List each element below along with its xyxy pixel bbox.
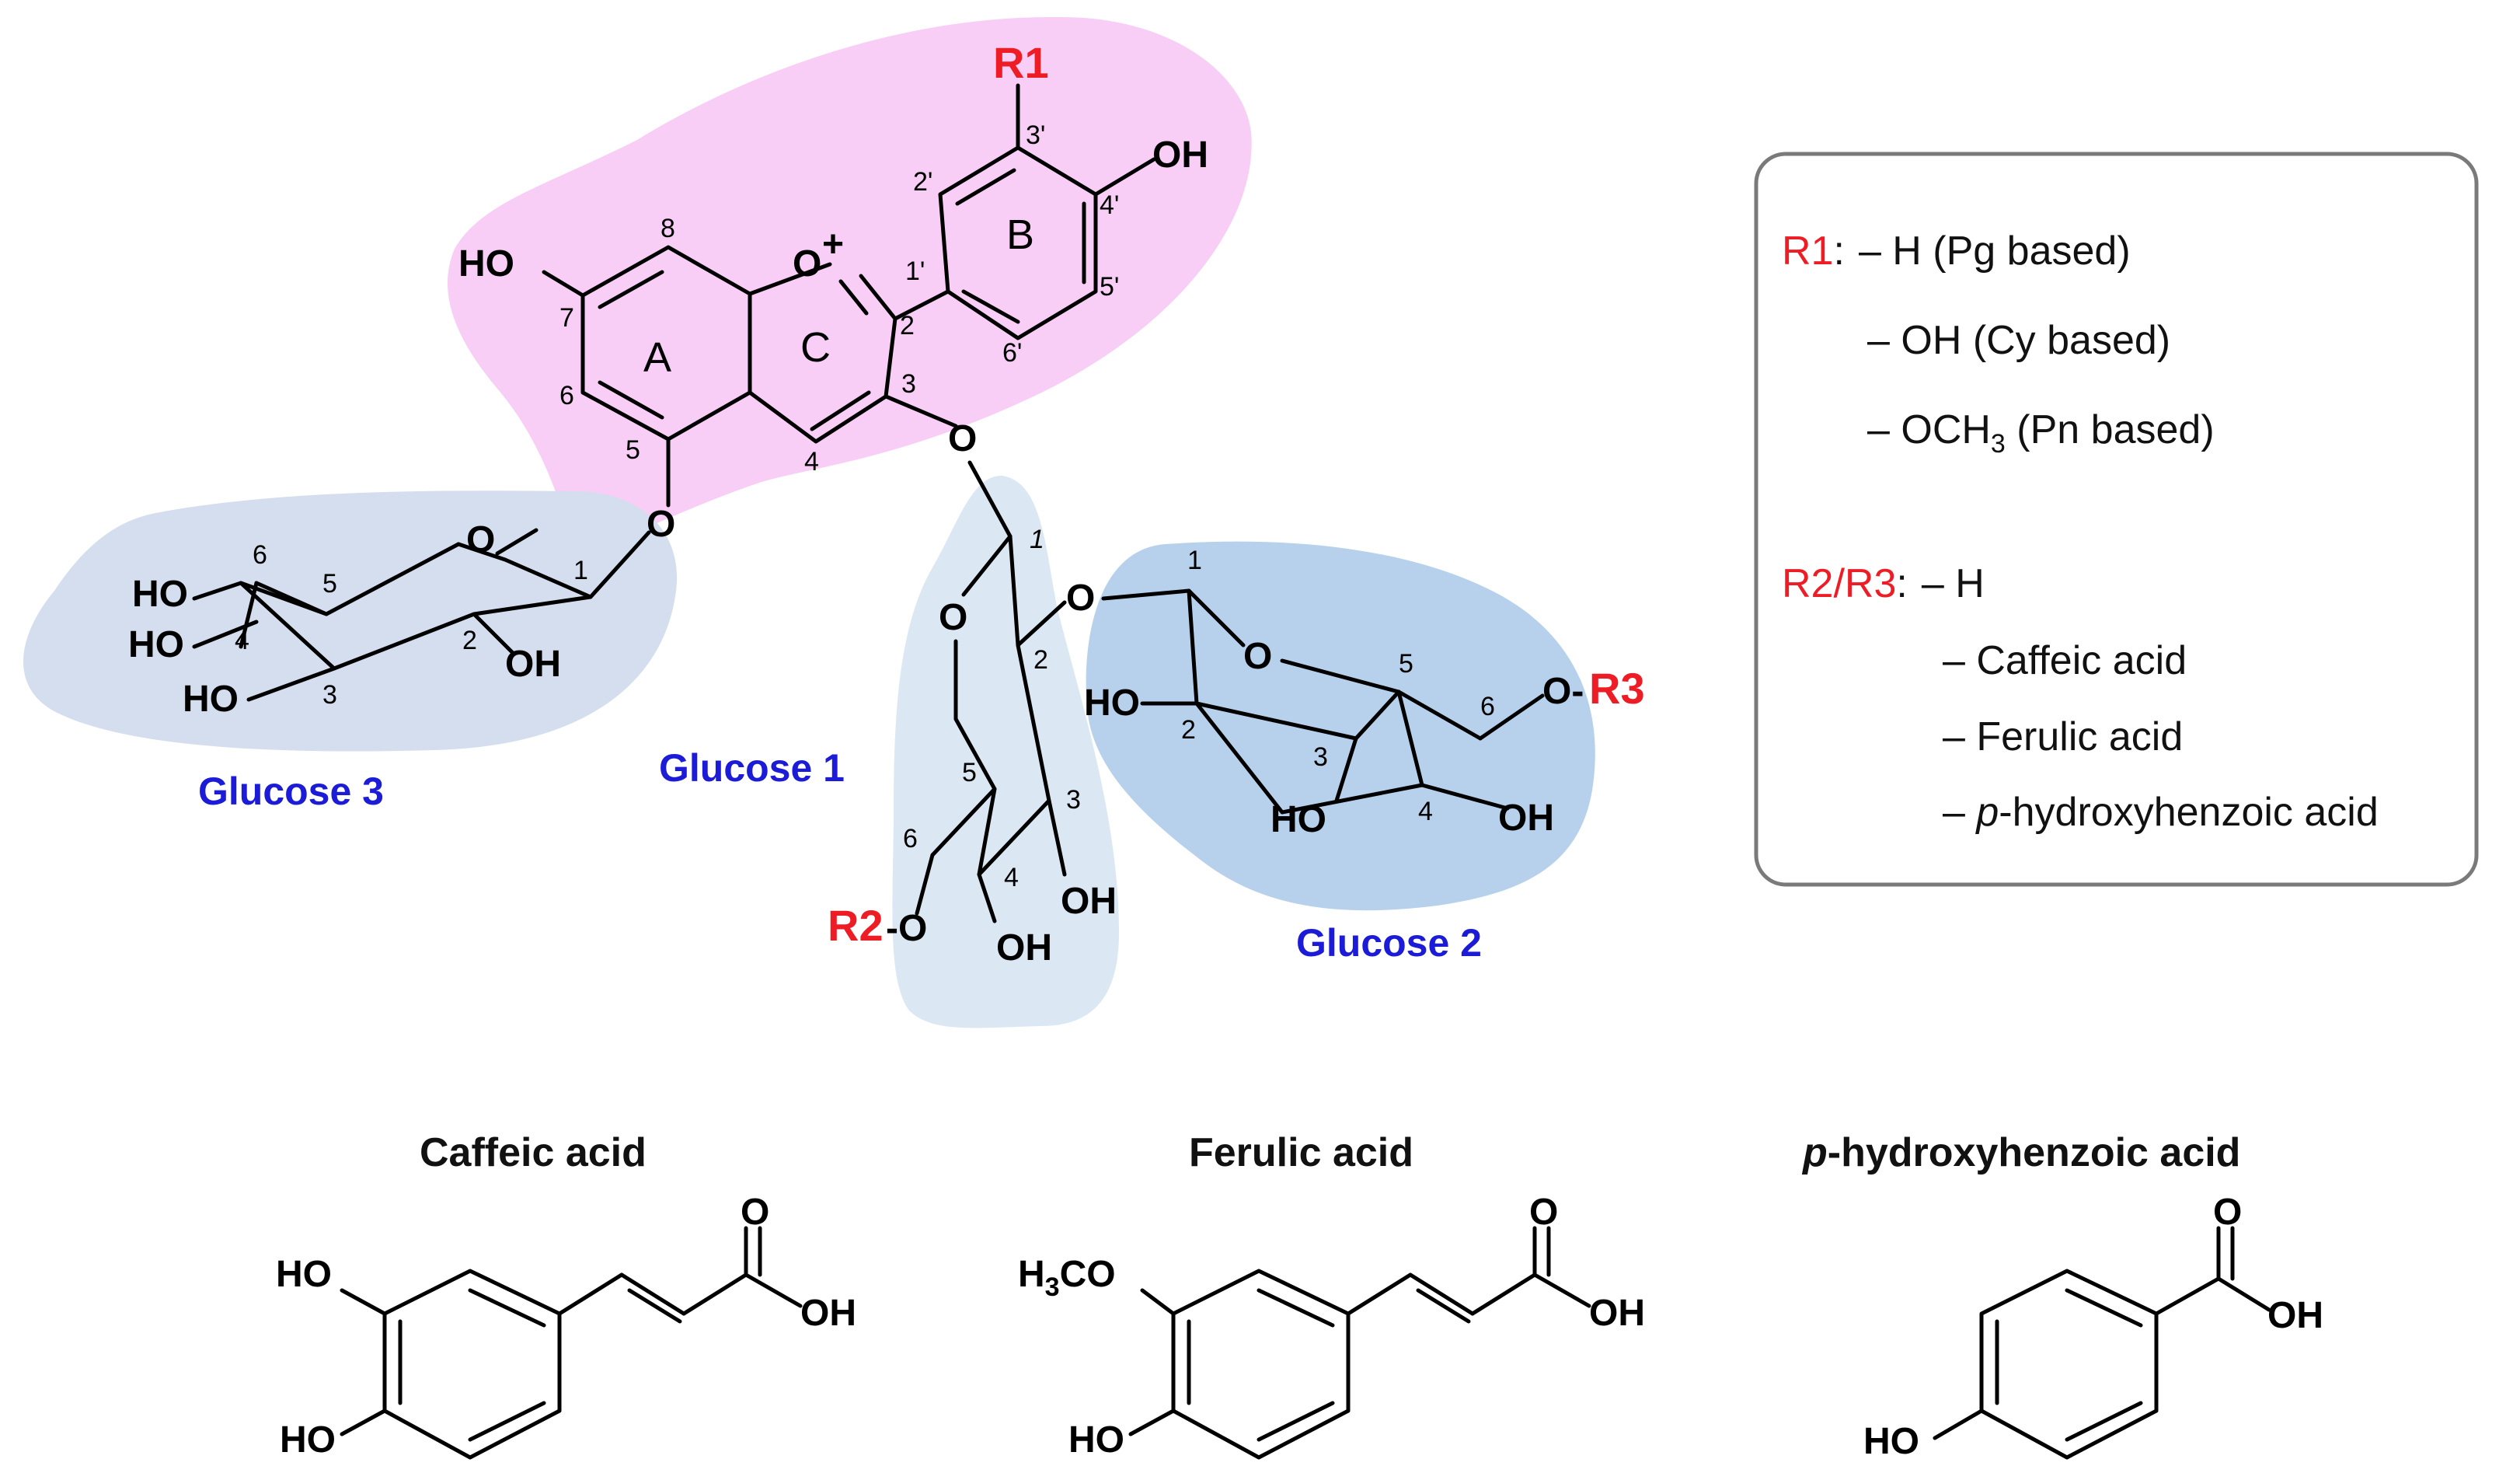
glucose2-ho-2: HO	[1084, 682, 1140, 724]
glucose2-link-o: O	[1066, 578, 1095, 619]
legend-r23-option-ferulic: – Ferulic acid	[1943, 714, 2183, 759]
glucose3-n4: 4	[235, 626, 249, 655]
glucose3-n5: 5	[322, 569, 337, 599]
glucose1-n2: 2	[1033, 645, 1048, 675]
anthocyanidin-bonds	[542, 83, 1156, 508]
caffeic-acid-bonds	[340, 1226, 803, 1460]
glucose3-oh-2: OH	[505, 644, 561, 685]
glucose1-oh-4: OH	[996, 927, 1052, 969]
glucose3-ho-4: HO	[128, 624, 184, 665]
phba-bonds	[1933, 1226, 2271, 1460]
glucose2-label: Glucose 2	[1296, 921, 1482, 965]
o-5-label: O	[647, 504, 675, 545]
glucose1-label: Glucose 1	[659, 746, 845, 790]
ferulic-oh: OH	[1589, 1293, 1645, 1334]
legend-r1-option-oh: – OH (Cy based)	[1867, 318, 2170, 363]
legend-r23-key: R2/R3	[1782, 561, 1896, 606]
legend-r1-line: R1:– H (Pg based)	[1782, 229, 2131, 274]
pos-7: 7	[559, 303, 574, 333]
ferulic-acid-bonds	[1128, 1226, 1591, 1460]
ring-b-label: B	[1006, 211, 1034, 258]
glucose1-n1: 1	[1030, 525, 1044, 554]
pos-6: 6	[559, 381, 574, 410]
ring-a-label: A	[643, 334, 671, 381]
glucose2-n2: 2	[1181, 715, 1196, 745]
o-3-label: O	[948, 418, 977, 459]
glucose1-ring-o: O	[939, 597, 967, 638]
substituent-legend-box	[1754, 152, 2479, 887]
glucose1-n4: 4	[1004, 863, 1019, 892]
glucose3-n6: 6	[253, 540, 267, 570]
pos-6prime: 6'	[1002, 338, 1022, 368]
glucose3-n1: 1	[573, 556, 588, 585]
glucose2-ho-3: HO	[1270, 799, 1326, 840]
glucose3-bonds	[192, 528, 651, 702]
glucose1-n3: 3	[1066, 785, 1081, 815]
phba-ho: HO	[1863, 1421, 1919, 1462]
glucose1-n6: 6	[903, 824, 918, 853]
phba-oh: OH	[2267, 1295, 2323, 1336]
ferulic-carbonyl-o: O	[1529, 1192, 1558, 1233]
phba-title: p-hydroxyhenzoic acid	[1801, 1130, 2240, 1175]
glucose1-oh-3: OH	[1061, 881, 1117, 922]
r3-label: R3	[1589, 664, 1645, 713]
glucose2-n3: 3	[1313, 742, 1328, 772]
glucose3-label: Glucose 3	[198, 770, 384, 813]
legend-r1-key: R1	[1782, 229, 1833, 274]
pos-2: 2	[900, 311, 915, 340]
glucose2-n4: 4	[1418, 797, 1433, 826]
glucose3-n2: 2	[462, 626, 477, 655]
glucose1-n5: 5	[962, 758, 977, 787]
caffeic-carbonyl-o: O	[741, 1192, 769, 1233]
anthocyanidin-region	[448, 16, 1252, 547]
legend-r23-option-caffeic: – Caffeic acid	[1943, 638, 2187, 683]
caffeic-acid-title: Caffeic acid	[420, 1130, 647, 1175]
caffeic-ho-top: HO	[276, 1254, 332, 1295]
legend-r23-line: R2/R3:– H	[1782, 561, 1985, 606]
caffeic-ho-bottom: HO	[280, 1419, 336, 1461]
glucose2-bonds	[1101, 588, 1545, 815]
ferulic-acid-title: Ferulic acid	[1189, 1130, 1413, 1175]
pos-2prime: 2'	[913, 167, 932, 197]
pos-3prime: 3'	[1026, 120, 1045, 150]
pos-5: 5	[626, 435, 640, 465]
r1-label: R1	[993, 38, 1049, 87]
glucose3-n3: 3	[322, 680, 337, 710]
glucose3-region	[23, 490, 678, 752]
glucose1-r2-o: -O	[886, 908, 927, 949]
glucose1-region	[892, 475, 1119, 1028]
glucose1-bonds	[915, 460, 1067, 923]
pos-1prime: 1'	[905, 257, 925, 286]
glucose2-n6: 6	[1480, 692, 1495, 721]
glucose2-region	[1086, 541, 1595, 911]
pos-5prime: 5'	[1100, 272, 1119, 302]
caffeic-oh: OH	[800, 1293, 856, 1334]
ferulic-ho-bottom: HO	[1068, 1419, 1124, 1461]
glucose2-n5: 5	[1399, 649, 1413, 679]
glucose2-o-r3: O-	[1542, 671, 1584, 712]
glucose3-ho-6: HO	[132, 574, 188, 615]
phba-carbonyl-o: O	[2213, 1192, 2242, 1233]
legend-r1-option-och3: – OCH3 (Pn based)	[1867, 407, 2215, 459]
glucose2-n1: 1	[1187, 546, 1202, 575]
ring-c-label: C	[800, 324, 831, 371]
ho-7-label: HO	[458, 243, 514, 284]
legend-r23-option-phba: – p-hydroxyhenzoic acid	[1943, 790, 2379, 835]
oxonium-o-label: O	[793, 243, 821, 284]
pos-4prime: 4'	[1100, 190, 1119, 220]
glucose3-ring-o: O	[466, 519, 495, 560]
pos-8: 8	[660, 214, 675, 243]
glucose2-oh-4: OH	[1498, 798, 1554, 839]
pos-3: 3	[901, 369, 916, 399]
oh-4prime-label: OH	[1152, 134, 1208, 176]
oxonium-plus-label: +	[822, 224, 844, 265]
ferulic-methoxy: H3CO	[1018, 1254, 1116, 1302]
r2-label: R2	[828, 901, 884, 950]
pos-4: 4	[804, 447, 819, 476]
glucose2-ring-o: O	[1243, 636, 1272, 677]
glucose3-ho-3: HO	[183, 679, 239, 720]
